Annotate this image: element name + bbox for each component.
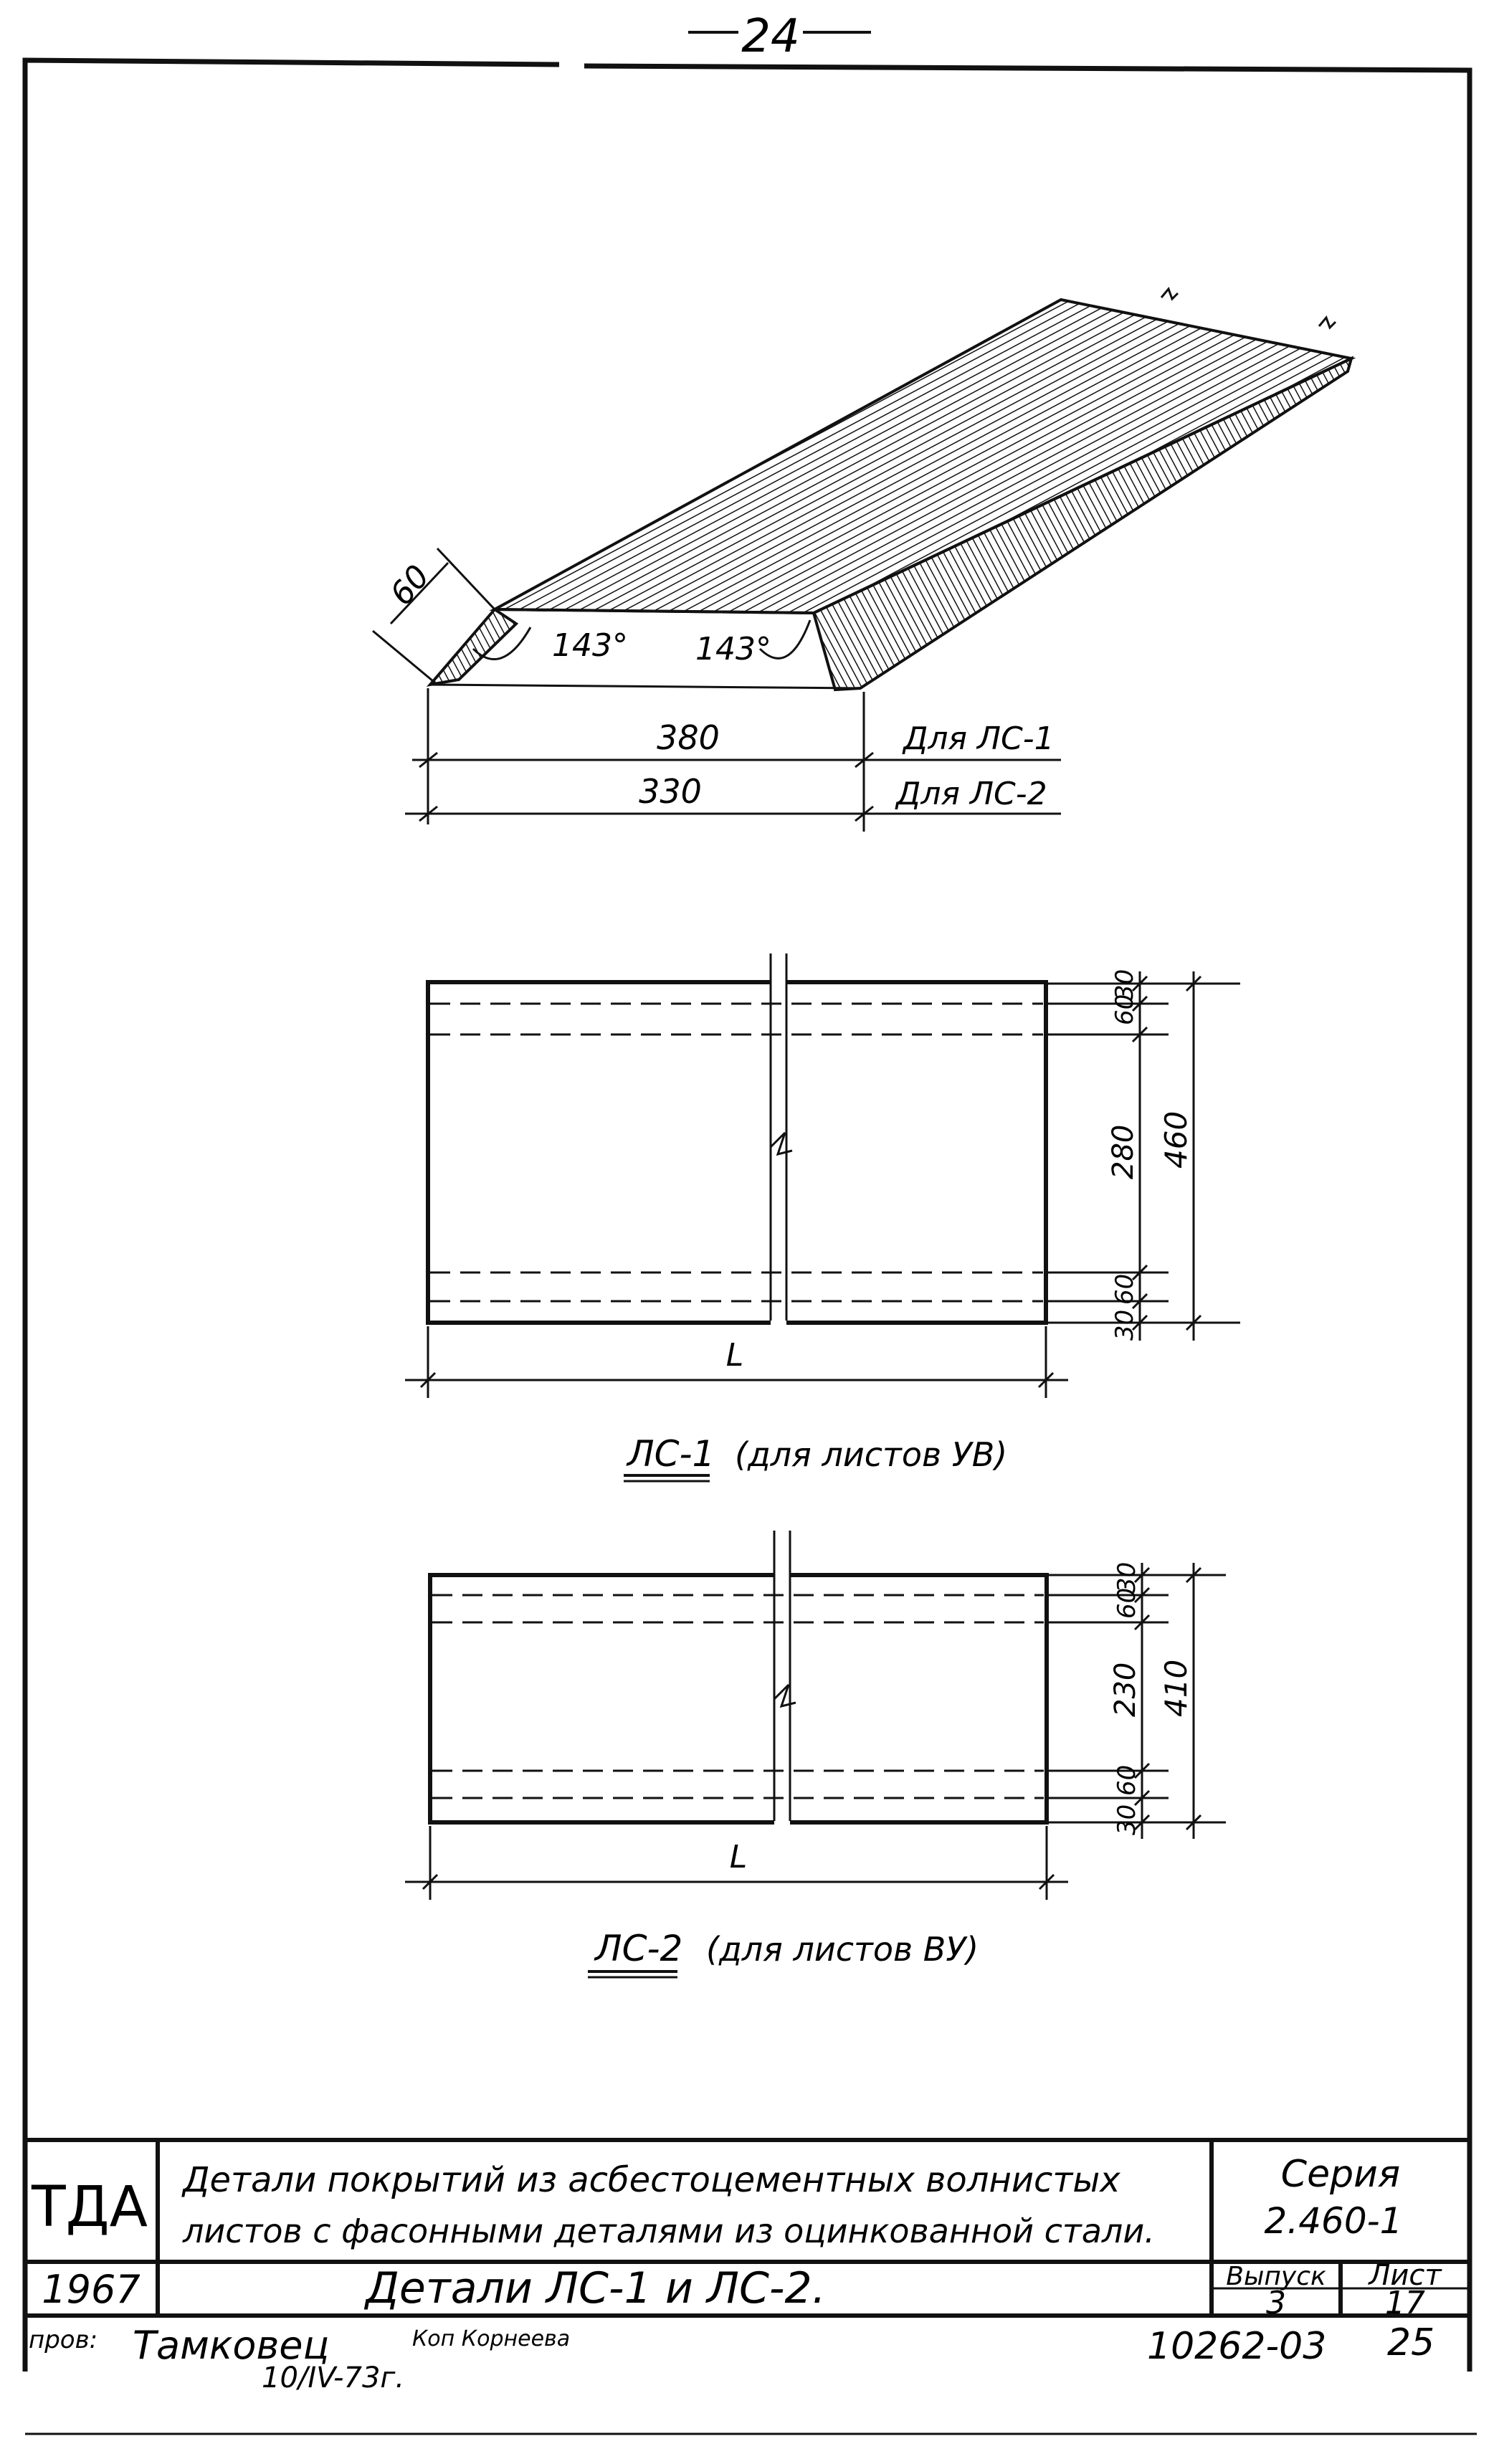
ls1-dim-280: 280 — [1107, 1125, 1140, 1179]
ls1-caption-note: (для листов УВ) — [735, 1435, 1007, 1474]
ls2-dim-410: 410 — [1158, 1660, 1194, 1717]
title-line-2: листов с фасонными деталями из оцинкован… — [182, 2212, 1155, 2250]
ls2-plan-view: 60 30 230 410 30 60 L ЛС-2 (для листов В… — [405, 1531, 1226, 1979]
issue-label: Выпуск — [1226, 2262, 1326, 2291]
ls1-length-label: L — [726, 1337, 744, 1374]
ls1-caption-code: ЛС-1 — [626, 1433, 715, 1475]
for-ls2-label: Для ЛС-2 — [895, 776, 1047, 812]
checker-signature: Тамковец — [133, 2323, 329, 2368]
ls1-dim-30-top: 30 — [1110, 969, 1139, 1000]
ls1-dim-60-top: 60 — [1110, 994, 1139, 1025]
angle-right-label: 143° — [695, 631, 771, 667]
dim-330-label: 330 — [639, 772, 702, 811]
ls2-dim-30-top: 30 — [1113, 1562, 1141, 1593]
dim-60-label: 60 — [383, 558, 437, 613]
flashing-left-lip — [426, 607, 519, 687]
ls1-outline — [426, 980, 1048, 1325]
ls2-dim-60-top: 60 — [1113, 1588, 1141, 1619]
copied-by: Коп Корнеева — [412, 2326, 570, 2351]
ls2-dim-60-bottom: 60 — [1113, 1765, 1141, 1796]
series-label: Серия — [1281, 2153, 1400, 2196]
ls1-plan-view: 60 30 280 460 30 60 L ЛС-1 (для листов У… — [405, 953, 1240, 1483]
title-block: ТДА Детали покрытий из асбестоцементных … — [23, 2138, 1472, 2321]
ls2-caption-code: ЛС-2 — [594, 1928, 682, 1969]
isometric-flashing-view: 143° 143° 60 380 Для ЛС-1 330 Для ЛС-2 — [372, 287, 1356, 832]
page-number-text: 24 — [741, 10, 799, 63]
doc-number: 10262-03 — [1147, 2325, 1326, 2368]
checked-label: пров: — [29, 2326, 97, 2354]
flashing-side-face — [812, 356, 1354, 692]
dim-380-label: 380 — [657, 718, 720, 757]
angle-left-label: 143° — [552, 627, 628, 664]
sheet-title: Детали ЛС-1 и ЛС-2. — [363, 2263, 826, 2313]
page-small: 25 — [1387, 2321, 1434, 2364]
title-line-1: Детали покрытий из асбестоцементных волн… — [181, 2160, 1120, 2200]
ls2-dim-30-bottom: 30 — [1113, 1804, 1141, 1835]
for-ls1-label: Для ЛС-1 — [902, 720, 1055, 757]
sheet-value: 17 — [1385, 2285, 1425, 2321]
ls2-outline — [428, 1573, 1049, 1825]
ls2-length-label: L — [730, 1839, 748, 1875]
signature-date: 10/IV-73г. — [262, 2361, 404, 2394]
page-number: 24 — [688, 10, 871, 63]
sheet-frame — [22, 57, 1472, 2372]
footer: пров: Тамковец Коп Корнеева 10/IV-73г. 1… — [25, 2321, 1477, 2435]
issue-value: 3 — [1266, 2285, 1286, 2321]
ls2-caption-note: (для листов ВУ) — [706, 1930, 979, 1969]
ls1-dim-460: 460 — [1158, 1111, 1194, 1169]
series-value: 2.460-1 — [1265, 2200, 1403, 2242]
ls2-dim-230: 230 — [1109, 1663, 1142, 1717]
sheet-label: Лист — [1367, 2259, 1442, 2292]
ls1-dim-30-bottom: 30 — [1110, 1310, 1139, 1341]
org-logo: ТДА — [31, 2175, 148, 2240]
ls1-dim-60-bottom: 60 — [1110, 1274, 1139, 1305]
year: 1967 — [42, 2267, 140, 2312]
